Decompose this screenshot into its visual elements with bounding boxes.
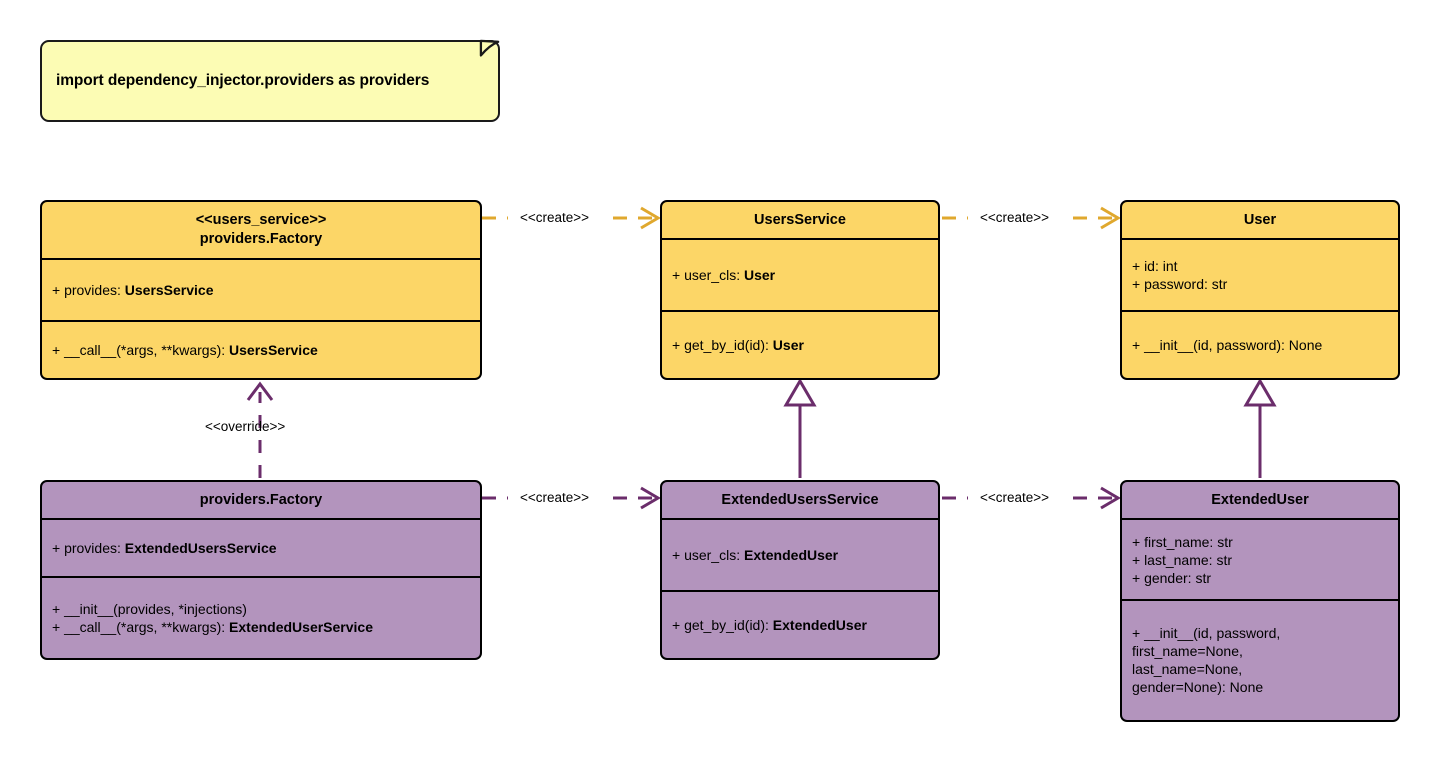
class-methods: + __call__(*args, **kwargs): UsersServic… xyxy=(42,320,480,377)
class-header: User xyxy=(1122,202,1398,240)
attribute-row: + provides: ExtendedUsersService xyxy=(52,540,277,556)
method-row: + __call__(*args, **kwargs): UsersServic… xyxy=(52,341,318,358)
class-name: providers.Factory xyxy=(199,231,323,247)
class-attributes: + user_cls: User xyxy=(662,240,938,310)
method-row: + get_by_id(id): User xyxy=(672,336,804,353)
class-methods: + get_by_id(id): ExtendedUser xyxy=(662,590,938,657)
method-row: + __init__(provides, *injections) xyxy=(52,600,247,617)
class-extended-factory[interactable]: providers.Factory + provides: ExtendedUs… xyxy=(40,480,482,660)
attribute-row: + user_cls: ExtendedUser xyxy=(672,547,839,563)
edge-label-create-bottom-right: <<create>> xyxy=(980,490,1050,505)
attribute-row: + password: str xyxy=(1132,276,1228,292)
attribute-row: + provides: UsersService xyxy=(52,282,214,298)
class-attributes: + provides: UsersService xyxy=(42,260,480,320)
edge-label-create-bottom-left: <<create>> xyxy=(520,490,590,505)
attribute-row: + last_name: str xyxy=(1132,551,1232,568)
class-name: ExtendedUsersService xyxy=(721,491,879,508)
class-attributes: + user_cls: ExtendedUser xyxy=(662,520,938,590)
class-attributes: + first_name: str + last_name: str + gen… xyxy=(1122,520,1398,599)
class-header: ExtendedUser xyxy=(1122,482,1398,520)
class-header: ExtendedUsersService xyxy=(662,482,938,520)
attribute-row: + id: int xyxy=(1132,258,1178,274)
method-row: + __init__(id, password, first_name=None… xyxy=(1132,625,1281,695)
edge-label-create-top-right: <<create>> xyxy=(980,210,1050,225)
class-name: ExtendedUser xyxy=(1211,491,1309,508)
class-header: UsersService xyxy=(662,202,938,240)
attribute-row: + user_cls: User xyxy=(672,267,776,283)
method-row: + __init__(id, password): None xyxy=(1132,336,1323,353)
edge-inherit-user xyxy=(1243,378,1277,478)
edge-inherit-users-service xyxy=(783,378,817,478)
class-stereotype: <<users_service>> xyxy=(195,212,327,228)
class-users-service-factory[interactable]: <<users_service>> providers.Factory + pr… xyxy=(40,200,482,380)
edge-label-create-top-left: <<create>> xyxy=(520,210,590,225)
class-methods: + __init__(provides, *injections) + __ca… xyxy=(42,576,480,657)
class-extended-user[interactable]: ExtendedUser + first_name: str + last_na… xyxy=(1120,480,1400,722)
class-extended-users-service[interactable]: ExtendedUsersService + user_cls: Extende… xyxy=(660,480,940,660)
method-row: + __call__(*args, **kwargs): ExtendedUse… xyxy=(52,618,373,635)
method-row: + get_by_id(id): ExtendedUser xyxy=(672,616,867,633)
class-name: UsersService xyxy=(754,211,846,228)
class-name: User xyxy=(1243,211,1277,228)
note-fold-corner xyxy=(479,39,500,57)
class-name: providers.Factory xyxy=(199,491,323,508)
attribute-row: + gender: str xyxy=(1132,569,1211,586)
class-methods: + get_by_id(id): User xyxy=(662,310,938,377)
class-header: providers.Factory xyxy=(42,482,480,520)
attribute-row: + first_name: str xyxy=(1132,533,1233,550)
note-import: import dependency_injector.providers as … xyxy=(40,39,500,122)
class-attributes: + provides: ExtendedUsersService xyxy=(42,520,480,576)
edge-label-override: <<override>> xyxy=(205,419,286,434)
class-user[interactable]: User + id: int + password: str + __init_… xyxy=(1120,200,1400,380)
class-users-service[interactable]: UsersService + user_cls: User + get_by_i… xyxy=(660,200,940,380)
class-methods: + __init__(id, password): None xyxy=(1122,310,1398,377)
class-attributes: + id: int + password: str xyxy=(1122,240,1398,310)
class-methods: + __init__(id, password, first_name=None… xyxy=(1122,599,1398,719)
class-header: <<users_service>> providers.Factory xyxy=(42,202,480,260)
note-text: import dependency_injector.providers as … xyxy=(56,72,430,89)
